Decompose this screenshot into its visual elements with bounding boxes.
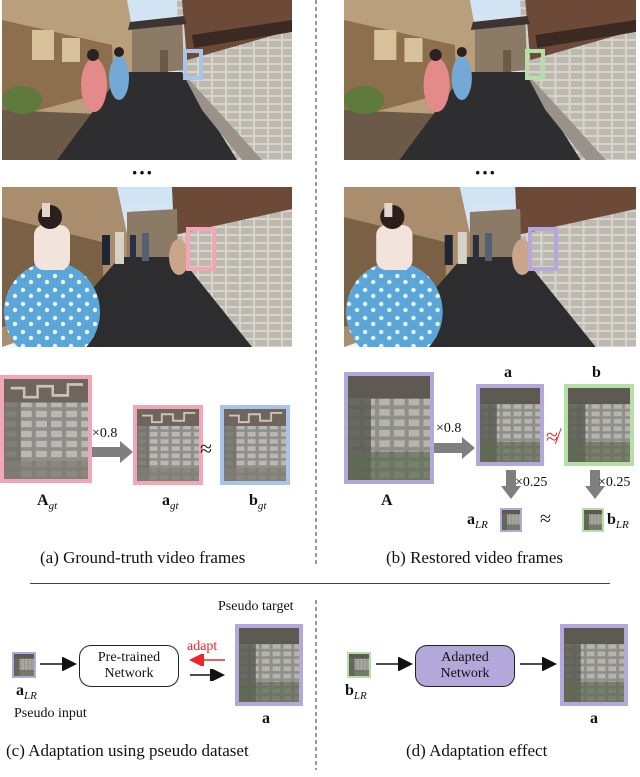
label-b-lr: bLR	[607, 511, 629, 532]
label-a-top-b: a	[504, 364, 512, 381]
label-a-gt: agt	[162, 492, 179, 513]
gt-crop-A	[0, 375, 92, 483]
pseudo-target-symbol: a	[262, 710, 270, 727]
arrow-c-out	[190, 669, 225, 681]
pseudo-input-label: Pseudo input	[14, 706, 87, 721]
approx-b: ≈	[540, 508, 551, 530]
adapt-label: adapt	[187, 639, 218, 654]
adapted-input-crop	[347, 652, 371, 678]
approx-a: ≈	[200, 436, 213, 461]
divider-vertical-bottom	[315, 600, 317, 770]
divider-vertical-top	[315, 0, 317, 565]
pseudo-target-label: Pseudo target	[218, 599, 294, 614]
down-arrow-1	[501, 470, 521, 499]
label-A-b: A	[381, 492, 393, 509]
gt-frame-bottom	[2, 187, 292, 347]
pseudo-input-symbol: aLR	[16, 682, 37, 703]
label-b-top-b: b	[592, 364, 601, 381]
adapted-output-symbol: a	[590, 710, 598, 727]
caption-d: (d) Adaptation effect	[406, 741, 548, 760]
lr-crop-b	[582, 508, 604, 532]
caption-b: (b) Restored video frames	[386, 548, 564, 567]
gt-frame-top	[2, 0, 292, 160]
restored-crop-b	[564, 384, 634, 466]
adapted-output-crop	[560, 624, 628, 706]
ellipsis-b: ···	[474, 160, 497, 185]
not-approx-b: ≉	[546, 424, 559, 449]
scale-arrow-b	[434, 437, 475, 459]
label-A-gt: Agt	[37, 492, 58, 513]
pseudo-target-crop	[235, 624, 303, 706]
caption-c: (c) Adaptation using pseudo dataset	[6, 741, 249, 760]
restored-frame-top	[344, 0, 636, 160]
gt-crop-b	[220, 405, 290, 485]
label-b-gt: bgt	[249, 492, 267, 513]
arrow-d-in	[376, 657, 413, 671]
caption-a: (a) Ground-truth video frames	[40, 548, 246, 567]
pseudo-input-crop	[12, 652, 36, 678]
scale-small-1: ×0.25	[515, 475, 548, 490]
scale-small-2: ×0.25	[598, 475, 631, 490]
adapted-input-symbol: bLR	[345, 682, 367, 703]
adapt-arrow	[189, 654, 225, 666]
restored-crop-A	[344, 372, 434, 484]
scale-label-a: ×0.8	[92, 426, 118, 441]
label-a-lr: aLR	[467, 511, 488, 532]
ellipsis-a: ···	[131, 160, 154, 185]
scale-arrow-a	[92, 441, 133, 463]
gt-crop-a	[133, 405, 203, 485]
scale-label-b: ×0.8	[436, 421, 462, 436]
divider-horizontal	[30, 583, 610, 584]
arrow-c-in	[40, 657, 77, 671]
arrow-d-out	[520, 657, 557, 671]
down-arrow-2	[585, 470, 605, 499]
lr-crop-a	[500, 508, 522, 532]
restored-crop-a	[476, 384, 544, 466]
restored-frame-bottom	[344, 187, 636, 347]
